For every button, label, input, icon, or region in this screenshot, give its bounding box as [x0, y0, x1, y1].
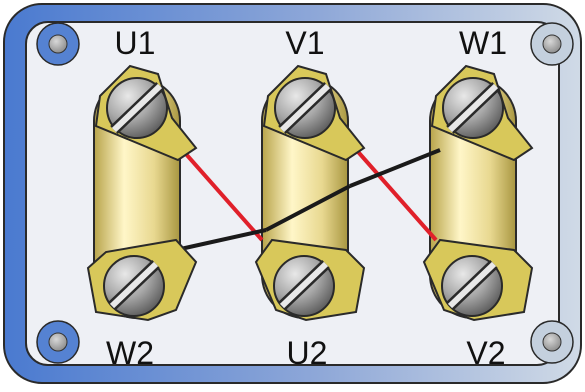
label-w2: W2	[106, 335, 154, 371]
screw-u1	[94, 64, 198, 162]
screw-w2	[86, 238, 198, 322]
label-u1: U1	[115, 25, 156, 61]
mounting-hole-top-right	[530, 22, 574, 66]
screw-v1	[262, 64, 366, 162]
red-wire-u1-u2	[176, 143, 264, 242]
screw-v2	[422, 238, 534, 322]
black-wire-w2-left	[175, 228, 267, 252]
black-wire-w1-right	[349, 148, 441, 188]
label-u2: U2	[287, 335, 328, 371]
mounting-hole-bottom-right	[530, 320, 574, 364]
red-wire-v1-v2	[350, 143, 438, 242]
mounting-hole-bottom-left	[36, 320, 80, 364]
screw-w1	[430, 64, 534, 162]
label-v1: V1	[285, 25, 324, 61]
label-w1: W1	[459, 25, 507, 61]
black-wire-w2-middle	[265, 184, 351, 232]
screw-u2	[254, 238, 366, 322]
mounting-hole-top-left	[36, 22, 80, 66]
label-v2: V2	[466, 335, 505, 371]
